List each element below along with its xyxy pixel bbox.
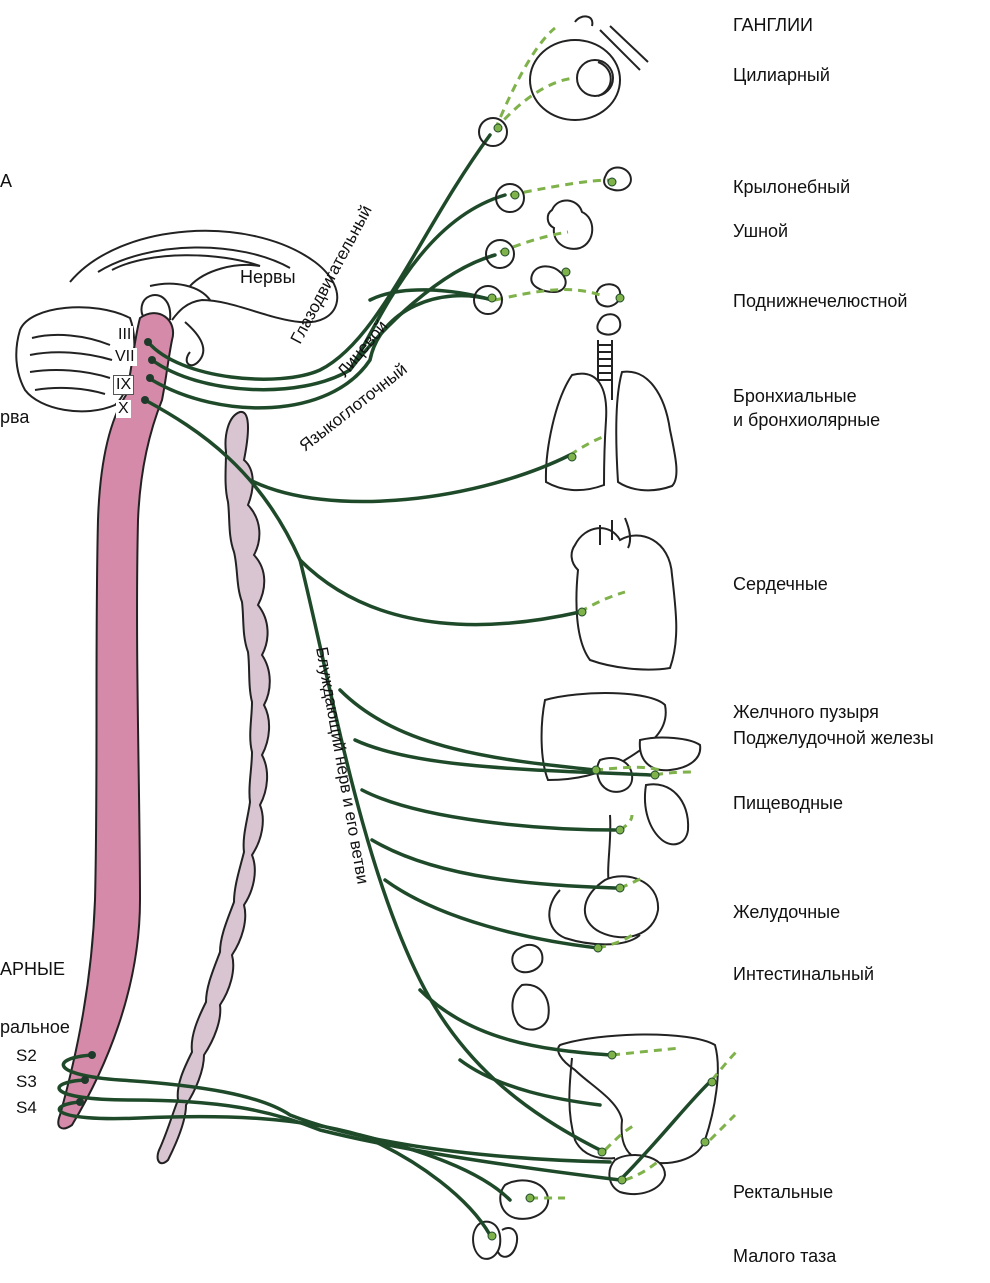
label-gallbladder: Желчного пузыря <box>733 700 879 724</box>
sacral-nerve-s4 <box>59 1102 490 1235</box>
label-rectal: Ректальные <box>733 1181 833 1203</box>
spleen <box>645 784 688 844</box>
cranial-nerve-x: X <box>116 400 131 418</box>
oculomotor-nerve-label: Глазодвигательный <box>287 202 376 347</box>
vagus-nerve-label: Блуждающий нерв и его ветви <box>312 645 372 885</box>
eye-organ <box>530 16 648 120</box>
kidney-upper <box>512 945 542 972</box>
label-pancreas: Поджелудочной железы <box>733 726 934 750</box>
label-bronchial-2: и бронхиолярные <box>733 408 880 432</box>
kidney-lower <box>512 985 548 1030</box>
label-bronchial-1: Бронхиальные <box>733 384 857 408</box>
ganglia-header: ГАНГЛИИ <box>733 14 813 36</box>
label-submandibular: Поднижнечелюстной <box>733 290 908 312</box>
ganglion-ciliary <box>479 118 507 146</box>
vagus-bronchial <box>250 455 570 502</box>
parotid-gland <box>548 200 593 248</box>
left-lung <box>546 374 606 491</box>
label-pterygopalatine: Крылонебный <box>733 176 850 198</box>
label-cardiac: Сердечные <box>733 573 828 595</box>
label-ciliary: Цилиарный <box>733 64 830 86</box>
right-lung <box>616 372 676 491</box>
organ-outlines <box>473 16 718 1258</box>
heart <box>572 528 677 669</box>
vagus-cardiac <box>300 560 580 625</box>
sacral-s3: S3 <box>16 1072 37 1092</box>
ganglion-otic <box>486 240 514 268</box>
nerves-label: Нервы <box>240 266 296 288</box>
label-pelvic: Малого таза <box>733 1245 836 1267</box>
pancreas <box>640 738 700 771</box>
cut-label-arnye: АРНЫЕ <box>0 958 65 980</box>
oculomotor-nerve <box>148 135 490 379</box>
label-esophageal: Пищеводные <box>733 792 843 814</box>
cut-label-a: А <box>0 170 12 192</box>
cut-label-sacral: ральное <box>0 1016 70 1038</box>
spinal-cord <box>58 313 173 1128</box>
submandibular-gland-a <box>531 266 565 292</box>
sympathetic-trunk <box>158 412 270 1163</box>
cut-label-rva: рва <box>0 406 29 428</box>
cranial-nerve-vii: VII <box>113 348 137 366</box>
label-otic: Ушной <box>733 220 788 242</box>
label-intestinal: Интестинальный <box>733 963 874 985</box>
sacral-s2: S2 <box>16 1046 37 1066</box>
label-gastric: Желудочные <box>733 901 840 923</box>
cranial-nerve-iii: III <box>116 326 133 344</box>
cranial-nerve-ix: IX <box>113 375 134 395</box>
sacral-s4: S4 <box>16 1098 37 1118</box>
sublingual-gland <box>597 314 620 334</box>
